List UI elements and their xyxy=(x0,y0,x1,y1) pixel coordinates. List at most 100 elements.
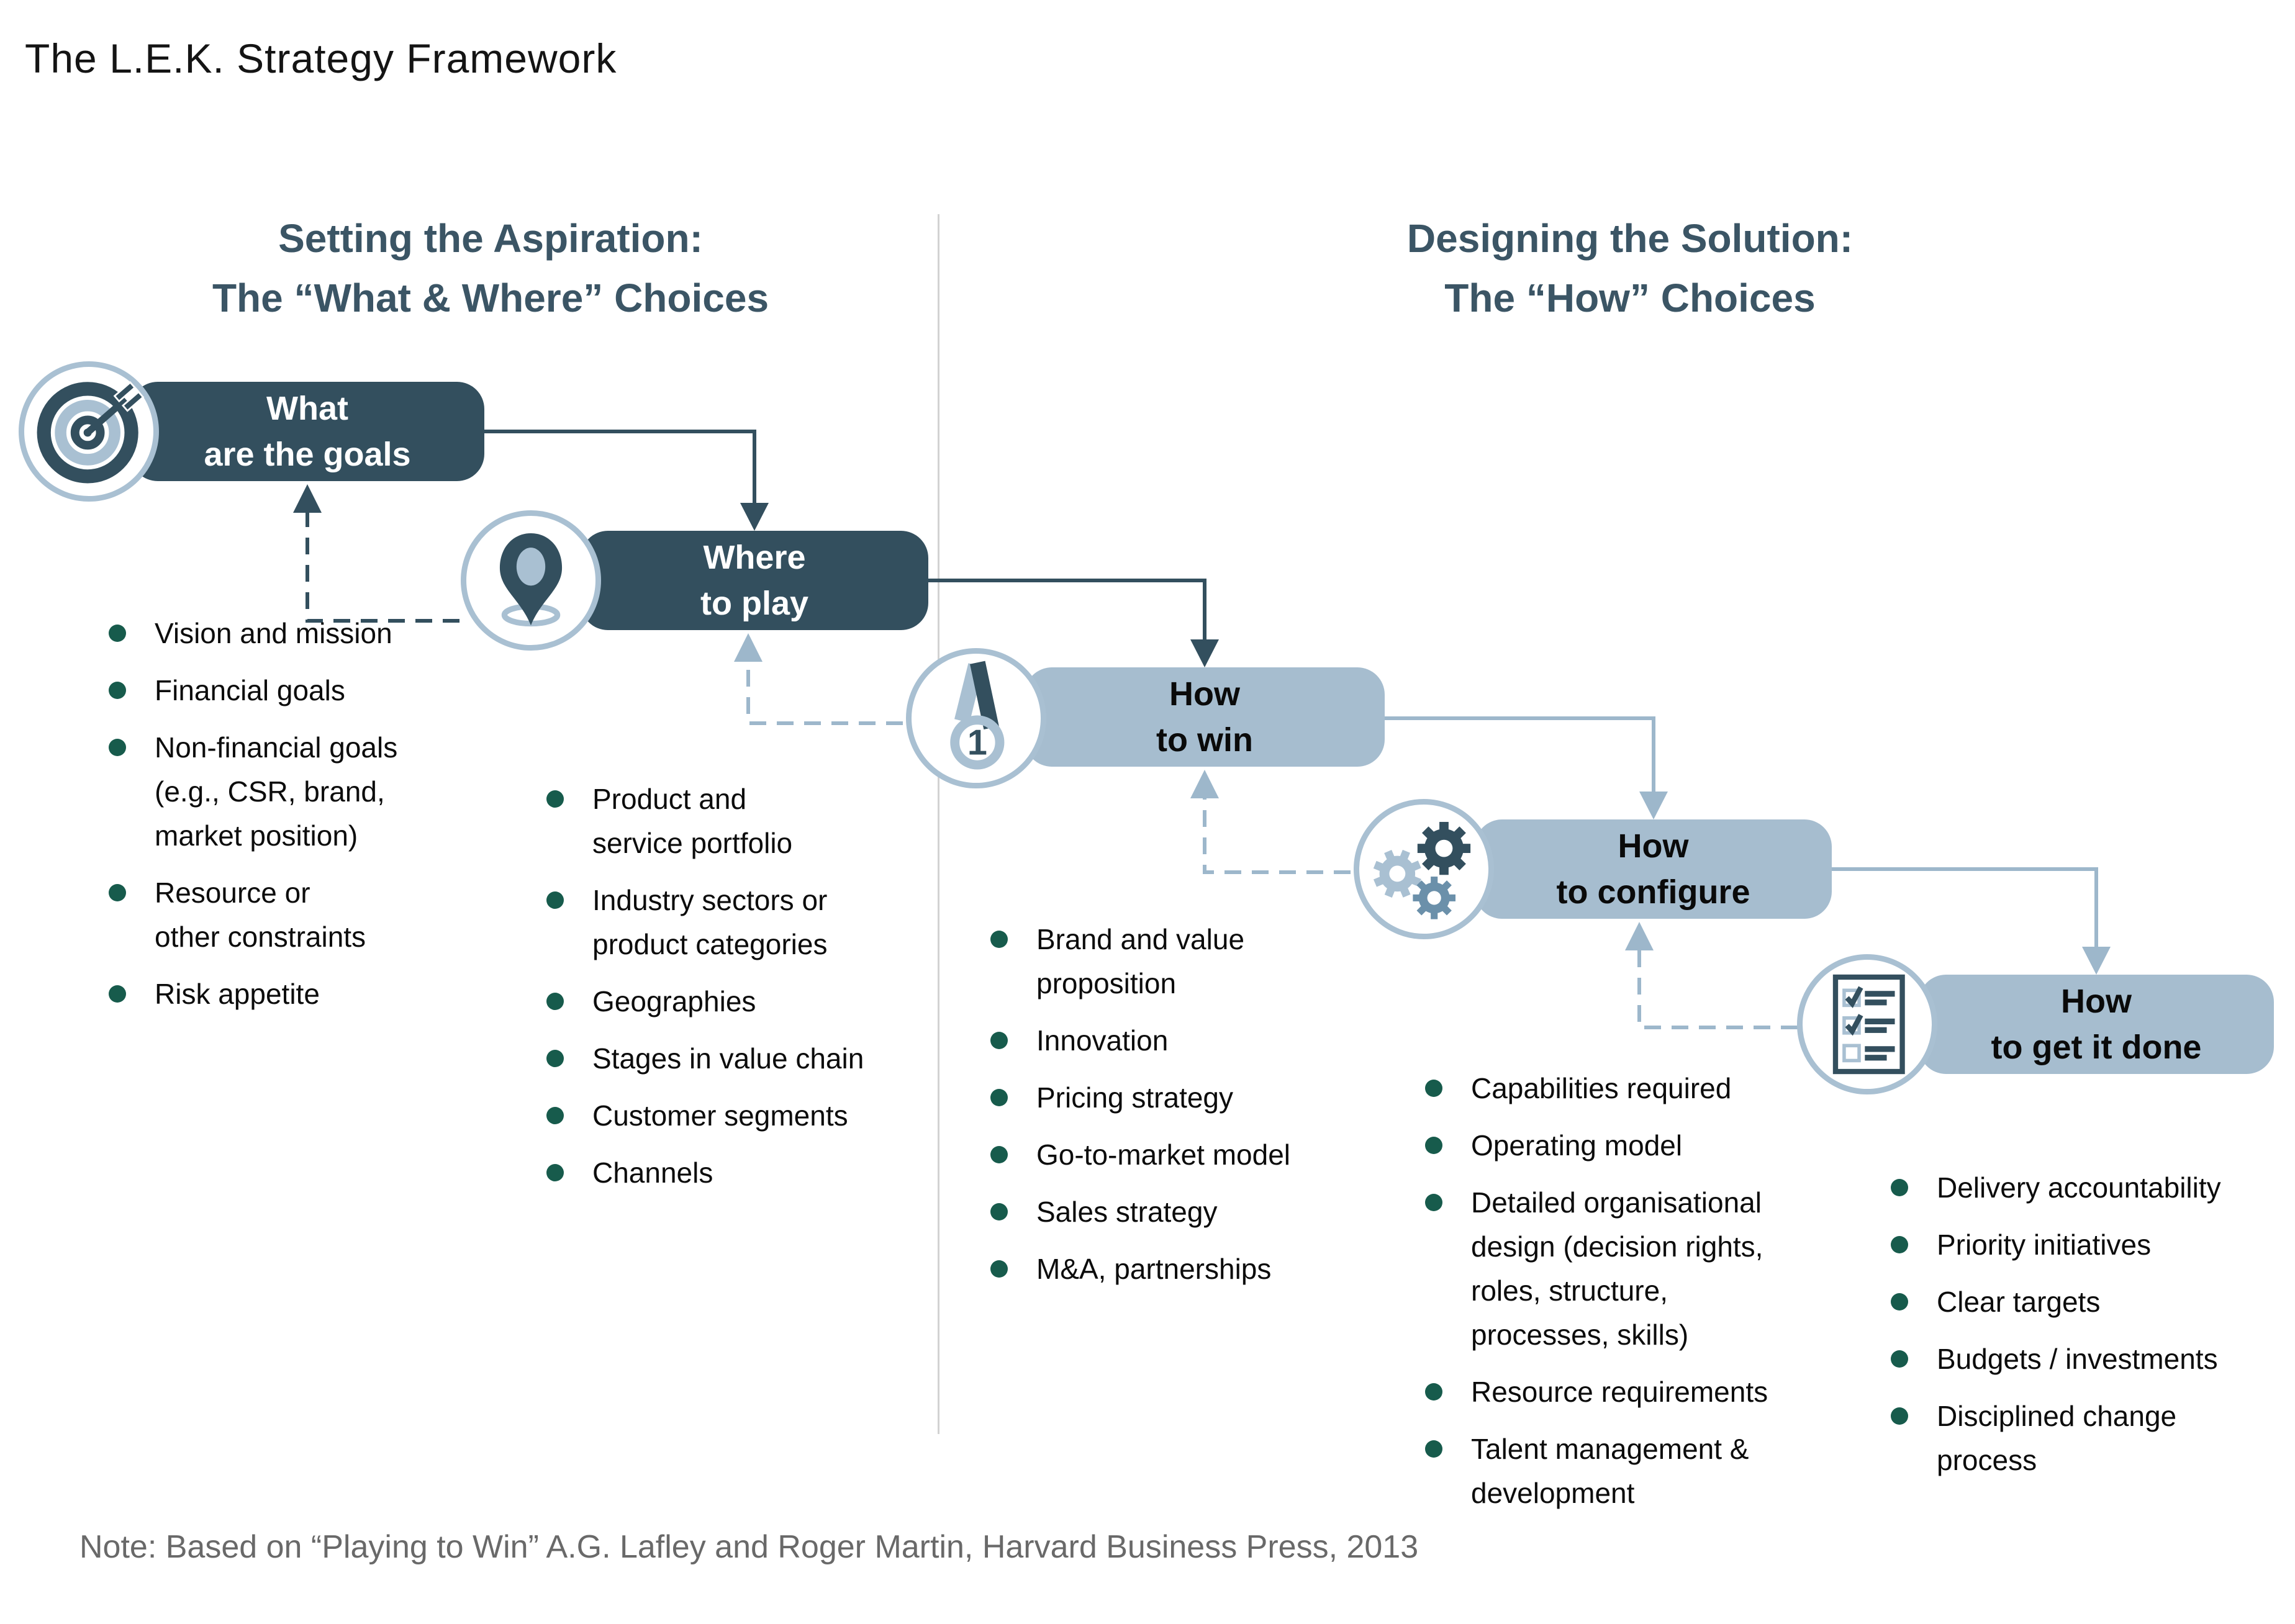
step-label: to play xyxy=(700,585,809,622)
checklist-icon-graphic xyxy=(1832,974,1905,1075)
target-icon-graphic xyxy=(37,381,145,484)
list-item-line: Sales strategy xyxy=(1036,1196,1218,1228)
list-item: Product and service portfolio xyxy=(546,777,969,865)
forward-arrowhead xyxy=(740,503,769,531)
step-where-to-play: Where to play xyxy=(581,531,928,630)
section-divider-line xyxy=(938,214,939,1434)
list-item-line: Customer segments xyxy=(592,1099,848,1132)
forward-arrowhead xyxy=(1639,792,1668,819)
target-icon xyxy=(19,361,159,502)
step-label: How xyxy=(1169,675,1240,713)
step-label: What xyxy=(266,390,348,427)
list-item: Innovation xyxy=(990,1019,1425,1063)
forward-arrowhead xyxy=(1190,639,1219,667)
list-item-line: Resource or xyxy=(155,877,310,909)
feedback-arrow-win-to-where xyxy=(746,662,903,725)
list-item: Vision and mission xyxy=(109,611,518,656)
list-item-line: Brand and value xyxy=(1036,923,1245,955)
list-item-line: design (decision rights, xyxy=(1471,1230,1763,1263)
list-item: Resource or other constraints xyxy=(109,871,518,959)
list-item-line: Priority initiatives xyxy=(1937,1229,2152,1261)
step-label: to win xyxy=(1156,721,1253,759)
list-item: Pricing strategy xyxy=(990,1076,1425,1120)
medal-icon: 1 xyxy=(906,648,1046,788)
list-item: Stages in value chain xyxy=(546,1037,969,1081)
step-how-to-configure: How to configure xyxy=(1475,819,1832,919)
location-pin-icon xyxy=(461,510,601,651)
list-item-line: roles, structure, xyxy=(1471,1274,1668,1307)
forward-arrow-where-to-win xyxy=(928,579,1206,639)
list-item-line: Geographies xyxy=(592,985,756,1017)
list-item-line: proposition xyxy=(1036,967,1177,999)
list-item-line: Disciplined change xyxy=(1937,1400,2177,1432)
list-item-line: Go-to-market model xyxy=(1036,1139,1291,1171)
step-label: Where xyxy=(703,539,806,576)
step-what-are-the-goals: What are the goals xyxy=(130,382,484,481)
list-item: Delivery accountability xyxy=(1891,1166,2295,1210)
list-item: Budgets / investments xyxy=(1891,1337,2295,1381)
list-item: Financial goals xyxy=(109,669,518,713)
list-item-line: Risk appetite xyxy=(155,978,320,1010)
forward-arrowhead xyxy=(2082,947,2111,975)
heading-line: Designing the Solution: xyxy=(1406,216,1854,261)
list-item-line: Clear targets xyxy=(1937,1286,2101,1318)
list-item-line: Delivery accountability xyxy=(1937,1171,2221,1204)
list-item-line: Non-financial goals xyxy=(155,731,398,764)
heading-line: Setting the Aspiration: xyxy=(278,216,703,261)
list-item-line: other constraints xyxy=(155,921,366,953)
step-label: to configure xyxy=(1556,873,1750,911)
step-label: How xyxy=(1618,828,1689,865)
feedback-arrowhead xyxy=(293,484,322,513)
list-item: Resource requirements xyxy=(1425,1370,1885,1414)
list-item: Customer segments xyxy=(546,1094,969,1138)
list-item-line: Talent management & xyxy=(1471,1433,1749,1465)
list-item-line: Product and xyxy=(592,783,747,815)
list-item-line: Financial goals xyxy=(155,674,345,706)
list-item-line: Pricing strategy xyxy=(1036,1081,1234,1114)
heading-line: The “What & Where” Choices xyxy=(212,276,769,320)
source-note: Note: Based on “Playing to Win” A.G. Laf… xyxy=(79,1529,1419,1565)
step-how-to-get-it-done: How to get it done xyxy=(1919,975,2274,1074)
list-item-line: M&A, partnerships xyxy=(1036,1253,1272,1285)
step-label: are the goals xyxy=(204,436,411,473)
list-item-line: market position) xyxy=(155,819,358,852)
list-item: Channels xyxy=(546,1151,969,1195)
list-item-line: Operating model xyxy=(1471,1129,1683,1162)
list-item: Detailed organisational design (decision … xyxy=(1425,1181,1885,1357)
section-heading-solution: Designing the Solution: The “How” Choice… xyxy=(1267,209,1993,328)
page-title: The L.E.K. Strategy Framework xyxy=(25,35,617,81)
list-item-line: Budgets / investments xyxy=(1937,1343,2218,1375)
medal-icon-graphic: 1 xyxy=(950,661,1005,770)
list-item-line: Detailed organisational xyxy=(1471,1186,1762,1219)
feedback-arrowhead xyxy=(1625,922,1654,950)
gears-icon-graphic xyxy=(1373,821,1471,919)
step-label: How xyxy=(2061,983,2132,1020)
forward-arrow-configure-to-done xyxy=(1832,867,2098,947)
forward-arrow-win-to-configure xyxy=(1385,716,1655,792)
list-item-line: service portfolio xyxy=(592,827,793,859)
list-item-line: processes, skills) xyxy=(1471,1319,1689,1351)
feedback-arrowhead xyxy=(1190,770,1219,798)
list-item-line: Capabilities required xyxy=(1471,1072,1732,1104)
list-item-line: Industry sectors or xyxy=(592,884,828,916)
feedback-arrowhead xyxy=(734,633,763,662)
list-item: Capabilities required xyxy=(1425,1067,1885,1111)
feedback-arrow-configure-to-win xyxy=(1203,798,1351,874)
forward-arrow-what-to-where xyxy=(484,430,756,503)
section-heading-aspiration: Setting the Aspiration: The “What & Wher… xyxy=(118,209,863,328)
list-item-line: Channels xyxy=(592,1157,713,1189)
list-item: Priority initiatives xyxy=(1891,1223,2295,1267)
heading-line: The “How” Choices xyxy=(1444,276,1816,320)
list-item: Brand and value proposition xyxy=(990,918,1425,1006)
list-item: Operating model xyxy=(1425,1124,1885,1168)
list-item-line: development xyxy=(1471,1477,1635,1509)
